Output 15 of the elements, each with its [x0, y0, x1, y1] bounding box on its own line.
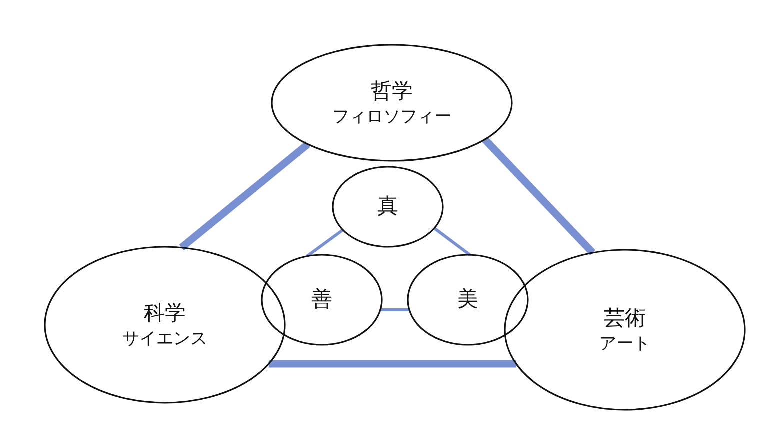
node-title: 美: [458, 286, 478, 314]
node-title: 真: [378, 193, 398, 220]
connector-line: [306, 228, 344, 258]
connector-line: [268, 360, 516, 368]
node-title: 哲学: [371, 78, 413, 106]
subtitle-text: フィロソフィー: [332, 106, 452, 128]
node-title: 科学: [144, 300, 186, 328]
connector-line: [179, 142, 310, 251]
subtitle-text: サイエンス: [122, 328, 208, 350]
connector-line: [434, 227, 471, 256]
connector-line: [380, 308, 410, 312]
connector-line: [482, 137, 596, 256]
node-title: 善: [312, 286, 332, 314]
subtitle-text: アート: [600, 332, 650, 355]
node-title: 芸術: [604, 305, 646, 332]
